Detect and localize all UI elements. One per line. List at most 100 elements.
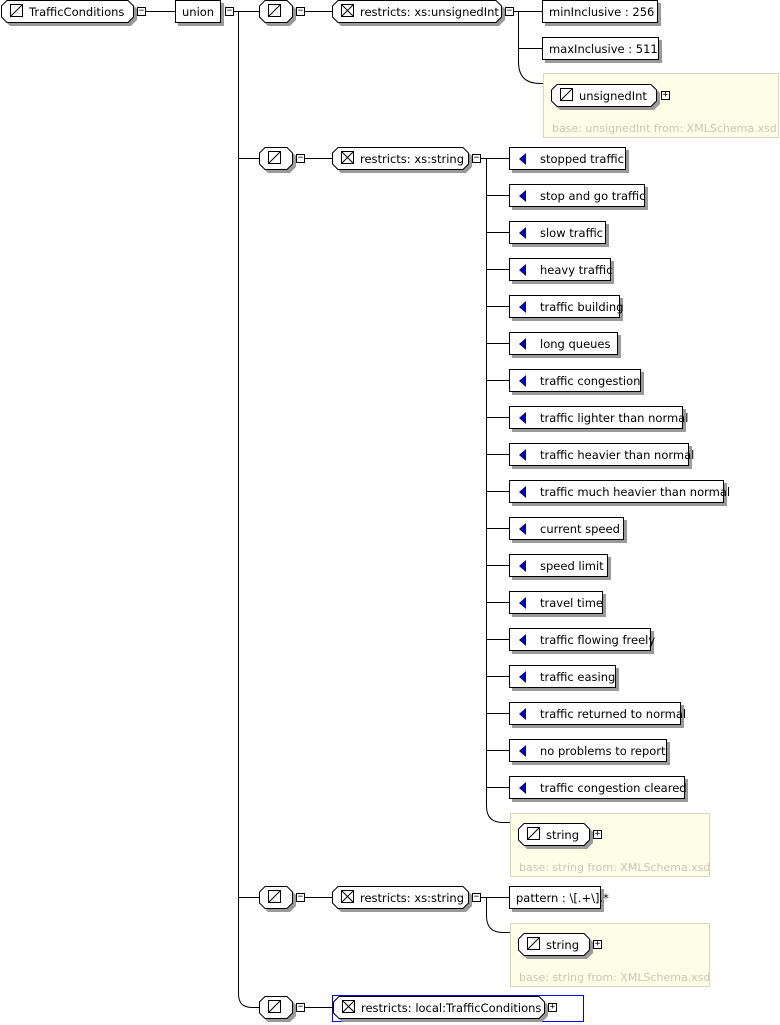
simple-type-icon bbox=[10, 4, 23, 17]
restriction-node[interactable]: restricts: xs:string bbox=[332, 886, 472, 912]
enumeration-label: heavy traffic bbox=[540, 262, 613, 277]
union-member-simple-type[interactable] bbox=[259, 147, 296, 173]
enumeration-item[interactable]: speed limit bbox=[509, 554, 608, 577]
restriction-label: restricts: xs:unsignedInt bbox=[360, 4, 499, 19]
restriction-node-selected[interactable]: restricts: local:TrafficConditions bbox=[333, 996, 548, 1022]
base-type-label: unsignedInt bbox=[579, 88, 647, 103]
enumeration-label: current speed bbox=[540, 521, 620, 536]
union-member-simple-type[interactable] bbox=[259, 886, 296, 912]
facet-label: pattern : \[.+\].* bbox=[516, 890, 609, 905]
enumeration-icon bbox=[519, 449, 526, 461]
base-type-note: base: string from: XMLSchema.xsd bbox=[519, 971, 711, 984]
restriction-icon bbox=[341, 890, 354, 906]
enumeration-label: traffic much heavier than normal bbox=[540, 484, 731, 499]
base-type-label: string bbox=[546, 827, 580, 842]
base-type-string[interactable]: string bbox=[518, 823, 593, 849]
restriction-icon bbox=[342, 1000, 355, 1016]
base-type-unsignedint[interactable]: unsignedInt bbox=[551, 84, 660, 110]
union-label: union bbox=[182, 4, 215, 19]
simple-type-icon bbox=[268, 890, 281, 903]
enumeration-icon bbox=[519, 745, 526, 757]
enumeration-icon bbox=[519, 782, 526, 794]
simple-type-icon bbox=[527, 827, 540, 840]
enumeration-item[interactable]: heavy traffic bbox=[509, 258, 612, 281]
enumeration-item[interactable]: traffic congestion bbox=[509, 369, 641, 392]
enumeration-item[interactable]: traffic building bbox=[509, 295, 623, 318]
enumeration-icon bbox=[519, 227, 526, 239]
enumeration-icon bbox=[519, 634, 526, 646]
collapse-toggle[interactable]: − bbox=[296, 892, 305, 902]
enumeration-label: traffic lighter than normal bbox=[540, 410, 689, 425]
expand-toggle[interactable]: + bbox=[661, 90, 670, 100]
collapse-toggle[interactable]: − bbox=[472, 153, 481, 163]
collapse-toggle[interactable]: − bbox=[296, 1002, 305, 1012]
enumeration-item[interactable]: traffic flowing freely bbox=[509, 628, 655, 651]
enumeration-item[interactable]: traffic lighter than normal bbox=[509, 406, 688, 429]
enumeration-item[interactable]: traffic much heavier than normal bbox=[509, 480, 730, 503]
facet-label: maxInclusive : 511 bbox=[549, 41, 658, 56]
expand-toggle[interactable]: + bbox=[593, 939, 602, 949]
enumeration-item[interactable]: traffic returned to normal bbox=[509, 702, 686, 725]
connector-curve bbox=[518, 61, 543, 84]
union-member-simple-type[interactable] bbox=[259, 996, 296, 1022]
collapse-toggle[interactable]: − bbox=[225, 6, 234, 16]
enumeration-label: traffic building bbox=[540, 299, 624, 314]
enumeration-icon bbox=[519, 301, 526, 313]
facet-pattern[interactable]: pattern : \[.+\].* bbox=[509, 886, 609, 909]
enumeration-item[interactable]: current speed bbox=[509, 517, 624, 540]
simple-type-traffic-conditions[interactable]: TrafficConditions bbox=[1, 0, 137, 26]
restriction-node[interactable]: restricts: xs:unsignedInt bbox=[332, 0, 505, 26]
enumeration-item[interactable]: long queues bbox=[509, 332, 618, 355]
enumeration-icon bbox=[519, 671, 526, 683]
collapse-toggle[interactable]: − bbox=[137, 6, 146, 16]
enumeration-label: traffic easing bbox=[540, 669, 616, 684]
enumeration-icon bbox=[519, 338, 526, 350]
enumeration-item[interactable]: traffic heavier than normal bbox=[509, 443, 694, 466]
enumeration-icon bbox=[519, 264, 526, 276]
expand-toggle[interactable]: + bbox=[548, 1002, 557, 1012]
enumeration-icon bbox=[519, 486, 526, 498]
facet-min-inclusive[interactable]: minInclusive : 256 bbox=[542, 0, 658, 23]
enumeration-icon bbox=[519, 375, 526, 387]
union-node[interactable]: union bbox=[175, 0, 221, 23]
enumeration-item[interactable]: stopped traffic bbox=[509, 147, 626, 170]
base-type-note: base: unsignedInt from: XMLSchema.xsd bbox=[552, 122, 777, 135]
enumeration-item[interactable]: slow traffic bbox=[509, 221, 606, 244]
enumeration-label: speed limit bbox=[540, 558, 604, 573]
simple-type-icon bbox=[560, 88, 573, 101]
simple-type-icon bbox=[527, 937, 540, 950]
restriction-label: restricts: xs:string bbox=[360, 890, 465, 905]
enumeration-item[interactable]: traffic easing bbox=[509, 665, 616, 688]
enumeration-label: long queues bbox=[540, 336, 611, 351]
connector-curve bbox=[486, 805, 510, 823]
enumeration-label: no problems to report bbox=[540, 743, 666, 758]
facet-max-inclusive[interactable]: maxInclusive : 511 bbox=[542, 37, 659, 60]
collapse-toggle[interactable]: − bbox=[505, 6, 514, 16]
expand-toggle[interactable]: + bbox=[593, 829, 602, 839]
enumeration-label: traffic congestion bbox=[540, 373, 641, 388]
base-type-note: base: string from: XMLSchema.xsd bbox=[519, 861, 711, 874]
restriction-icon bbox=[341, 151, 354, 167]
simple-type-label: TrafficConditions bbox=[29, 4, 125, 19]
collapse-toggle[interactable]: − bbox=[472, 892, 481, 902]
simple-type-icon bbox=[268, 1000, 281, 1013]
enumeration-icon bbox=[519, 153, 526, 165]
enumeration-item[interactable]: no problems to report bbox=[509, 739, 667, 762]
enumeration-label: traffic heavier than normal bbox=[540, 447, 695, 462]
restriction-icon bbox=[341, 4, 354, 20]
base-type-string[interactable]: string bbox=[518, 933, 593, 959]
enumeration-item[interactable]: stop and go traffic bbox=[509, 184, 646, 207]
enumeration-icon bbox=[519, 597, 526, 609]
union-member-simple-type[interactable] bbox=[259, 0, 296, 26]
restriction-node[interactable]: restricts: xs:string bbox=[332, 147, 472, 173]
enumeration-icon bbox=[519, 708, 526, 720]
collapse-toggle[interactable]: − bbox=[296, 6, 305, 16]
facet-label: minInclusive : 256 bbox=[549, 4, 655, 19]
enumeration-icon bbox=[519, 190, 526, 202]
enumeration-item[interactable]: travel time bbox=[509, 591, 603, 614]
enumeration-item[interactable]: traffic congestion cleared bbox=[509, 776, 687, 799]
collapse-toggle[interactable]: − bbox=[296, 153, 305, 163]
enumeration-icon bbox=[519, 560, 526, 572]
enumeration-label: stop and go traffic bbox=[540, 188, 646, 203]
